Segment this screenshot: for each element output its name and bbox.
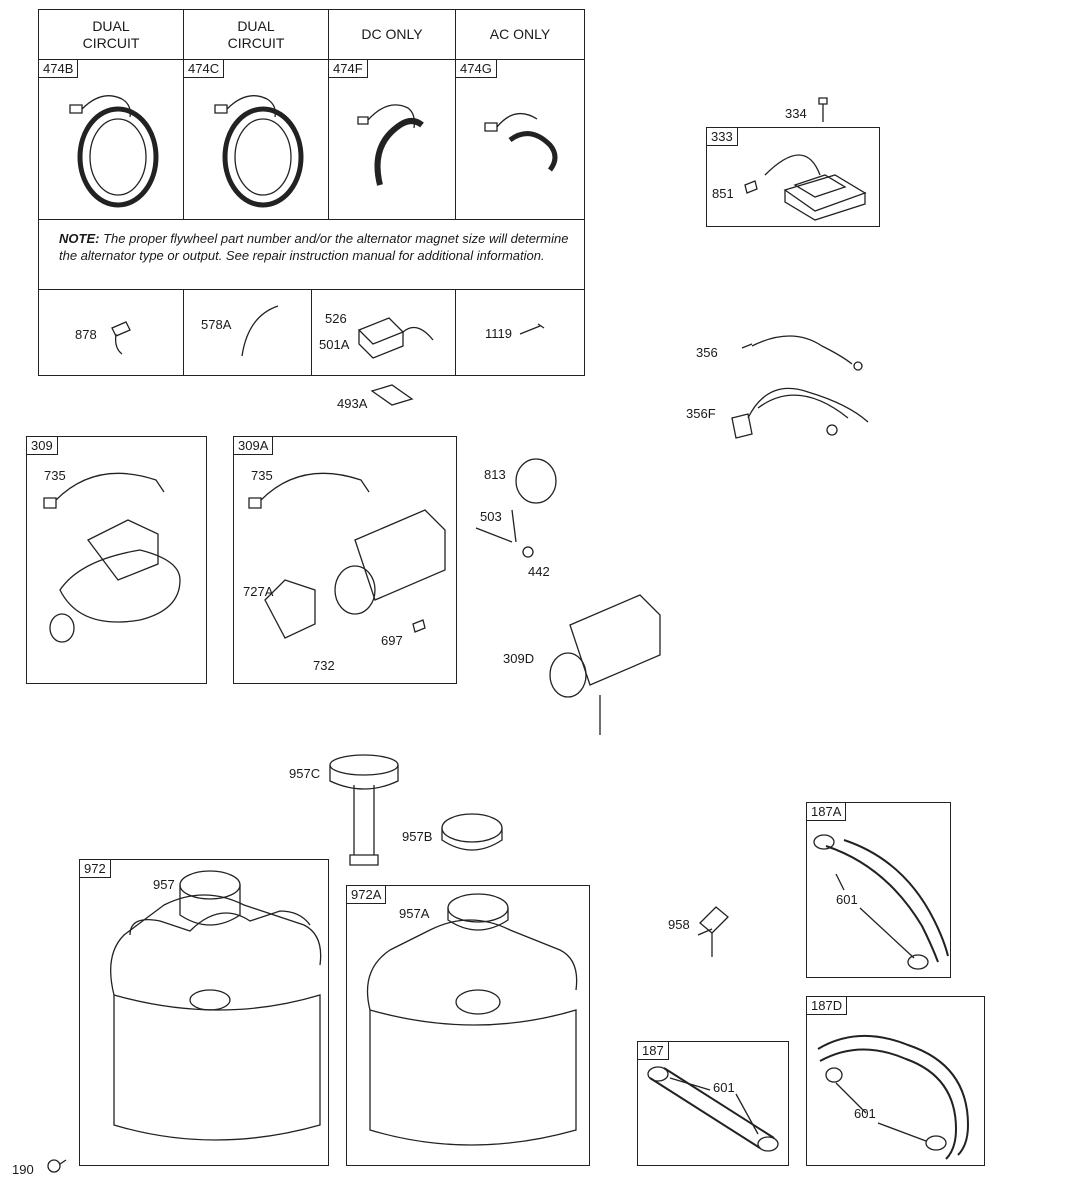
starter-309-drawing xyxy=(43,472,181,643)
label-190: 190 xyxy=(12,1162,34,1177)
alternator-table: DUAL CIRCUIT DUAL CIRCUIT DC ONLY AC ONL… xyxy=(38,9,585,376)
part-474C-tag: 474C xyxy=(184,60,225,78)
box-187D: 187D xyxy=(806,996,985,1166)
box-187A: 187A xyxy=(806,802,951,978)
bolt-334-drawing xyxy=(818,97,828,122)
starter-309A-drawing xyxy=(248,472,446,639)
label-356F: 356F xyxy=(686,406,716,421)
label-957: 957 xyxy=(153,877,175,892)
part-187A-tag: 187A xyxy=(807,803,847,821)
stator-474F-drawing xyxy=(357,104,424,186)
ignition-coil-333-drawing xyxy=(744,154,867,221)
label-334: 334 xyxy=(785,106,807,121)
harness-356-drawing xyxy=(741,335,863,371)
cap-957C-drawing xyxy=(329,754,399,866)
cell-878 xyxy=(39,290,184,375)
label-526: 526 xyxy=(325,311,347,326)
part-187D-tag: 187D xyxy=(807,997,848,1015)
part-309-tag: 309 xyxy=(27,437,58,455)
label-851: 851 xyxy=(712,186,734,201)
part-474B-tag: 474B xyxy=(39,60,79,78)
hose-187A-drawing xyxy=(813,834,949,970)
connector-878-drawing xyxy=(111,321,131,355)
part-333-tag: 333 xyxy=(707,128,738,146)
stator-474C-drawing xyxy=(214,95,304,208)
cell-474B: 474B xyxy=(39,60,184,220)
label-957B: 957B xyxy=(402,829,433,844)
label-697: 697 xyxy=(381,633,403,648)
label-578A: 578A xyxy=(201,317,232,332)
harness-356F-drawing xyxy=(731,387,869,439)
strap-813-drawing xyxy=(515,458,557,504)
part-972A-tag: 972A xyxy=(347,886,387,904)
label-601-187D: 601 xyxy=(854,1106,876,1121)
note-text-block: NOTE: The proper flywheel part number an… xyxy=(59,230,579,264)
box-187: 187 xyxy=(637,1041,789,1166)
stator-474G-drawing xyxy=(484,112,558,172)
cell-474F: 474F xyxy=(329,60,456,220)
label-957A: 957A xyxy=(399,906,430,921)
label-735-309: 735 xyxy=(44,468,66,483)
label-813: 813 xyxy=(484,467,506,482)
cell-474C: 474C xyxy=(184,60,329,220)
label-727A: 727A xyxy=(243,584,274,599)
label-957C: 957C xyxy=(289,766,321,781)
label-601-187A: 601 xyxy=(836,892,858,907)
cell-501A xyxy=(312,290,456,375)
note-label: NOTE: xyxy=(59,231,100,246)
screw-1119-drawing xyxy=(519,323,545,335)
header-dc-only: DC ONLY xyxy=(329,10,456,60)
regulator-501A-drawing xyxy=(357,317,434,359)
cell-578A xyxy=(184,290,312,375)
label-442: 442 xyxy=(528,564,550,579)
header-dual-circuit-1: DUAL CIRCUIT xyxy=(39,10,184,60)
label-501A: 501A xyxy=(319,337,350,352)
bracket-503-drawing xyxy=(475,509,517,543)
label-601-187: 601 xyxy=(713,1080,735,1095)
hose-187D-drawing xyxy=(817,1035,970,1160)
starter-309D-drawing xyxy=(549,594,661,735)
part-972-tag: 972 xyxy=(80,860,111,878)
wire-578A-drawing xyxy=(241,305,279,357)
box-309A: 309A xyxy=(233,436,457,684)
box-333: 333 xyxy=(706,127,880,227)
box-972: 972 xyxy=(79,859,329,1166)
part-309A-tag: 309A xyxy=(234,437,274,455)
part-474F-tag: 474F xyxy=(329,60,368,78)
header-ac-only: AC ONLY xyxy=(456,10,584,60)
cap-957B-drawing xyxy=(441,813,503,851)
stator-474B-drawing xyxy=(69,95,159,208)
screw-442-drawing xyxy=(522,546,534,558)
tank-972-drawing xyxy=(110,870,322,1141)
hose-187-drawing xyxy=(647,1066,779,1152)
label-503: 503 xyxy=(480,509,502,524)
label-732: 732 xyxy=(313,658,335,673)
label-878: 878 xyxy=(75,327,97,342)
label-735-309A: 735 xyxy=(251,468,273,483)
bracket-493A-drawing xyxy=(370,384,414,406)
header-dual-circuit-2: DUAL CIRCUIT xyxy=(184,10,329,60)
label-958: 958 xyxy=(668,917,690,932)
label-309D: 309D xyxy=(503,651,535,666)
label-356: 356 xyxy=(696,345,718,360)
box-972A: 972A xyxy=(346,885,590,1166)
label-493A: 493A xyxy=(337,396,368,411)
part-187-tag: 187 xyxy=(638,1042,669,1060)
box-309: 309 xyxy=(26,436,207,684)
part-474G-tag: 474G xyxy=(456,60,497,78)
note-text: The proper flywheel part number and/or t… xyxy=(59,231,569,263)
cell-474G: 474G xyxy=(456,60,584,220)
label-1119: 1119 xyxy=(485,326,512,341)
valve-958-drawing xyxy=(697,906,729,957)
screw-190-drawing xyxy=(47,1159,67,1173)
tank-972A-drawing xyxy=(366,893,578,1146)
note-row xyxy=(39,220,584,290)
